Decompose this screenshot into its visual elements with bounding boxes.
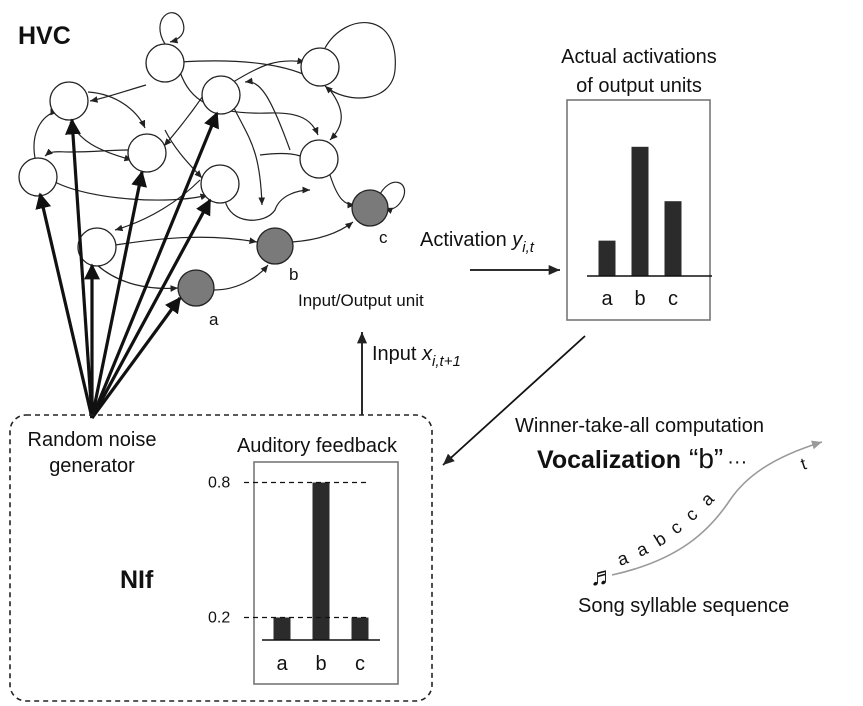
hvc-neurons	[18, 43, 389, 307]
io-neuron-b	[256, 227, 294, 265]
song-sequence-label: Song syllable sequence	[578, 595, 789, 617]
hvc-neuron	[201, 75, 241, 115]
bar-c	[664, 201, 682, 276]
hvc-neuron	[77, 227, 117, 267]
syllable-c: c	[666, 517, 685, 538]
syllable-sequence-curve	[611, 440, 823, 576]
vocalization-label: Vocalization“b”···	[537, 443, 747, 474]
auditory-feedback-title: Auditory feedback	[237, 435, 398, 457]
auditory-feedback-chart: a b c 0.2 0.8	[208, 475, 380, 675]
category-label-a: a	[276, 653, 288, 675]
bar-c	[351, 617, 369, 640]
syllable-a: a	[697, 488, 719, 510]
winner-take-all-label: Winner-take-all computation	[515, 415, 764, 437]
hvc-neuron	[299, 139, 339, 179]
music-note-icon: ♬	[590, 561, 616, 591]
io-neuron-c	[351, 189, 389, 227]
hvc-neuron	[127, 133, 167, 173]
noise-generator-line2: generator	[49, 455, 135, 477]
hvc-neuron	[300, 47, 340, 87]
syllable-b: b	[651, 528, 670, 550]
hvc-neuron	[49, 81, 89, 121]
category-label-b: b	[315, 653, 326, 675]
y-tick-0.8: 0.8	[208, 475, 230, 492]
hvc-neuron	[200, 164, 240, 204]
bar-a	[273, 617, 291, 640]
syllable-c: c	[681, 504, 701, 525]
category-label-a: a	[601, 288, 613, 310]
io-unit-label: Input/Output unit	[298, 291, 424, 310]
hvc-label: HVC	[18, 22, 71, 50]
category-label-c: c	[668, 288, 678, 310]
bar-b	[312, 482, 330, 640]
noise-generator-line1: Random noise	[28, 429, 157, 451]
io-neuron-c-label: c	[379, 228, 388, 247]
category-label-c: c	[355, 653, 365, 675]
output-to-feedback-arrow	[442, 335, 586, 466]
actual-activations-title-line2: of output units	[576, 75, 702, 97]
actual-activations-title-line1: Actual activations	[561, 46, 717, 68]
category-label-b: b	[634, 288, 645, 310]
bar-a	[598, 240, 616, 276]
syllable-a: a	[633, 538, 651, 561]
io-neuron-a-label: a	[209, 310, 219, 329]
bar-b	[631, 146, 649, 276]
nif-region	[9, 414, 433, 702]
y-tick-0.2: 0.2	[208, 610, 230, 627]
input-label: Input xi,t+1	[372, 343, 461, 370]
auditory-feedback-panel: a b c 0.2 0.8	[208, 461, 399, 685]
nif-label: NIf	[120, 566, 154, 594]
syllable-a: a	[615, 547, 632, 570]
io-neuron-a	[177, 269, 215, 307]
time-symbol: t	[798, 454, 809, 474]
hvc-neuron	[145, 43, 185, 83]
io-neuron-b-label: b	[289, 265, 298, 284]
activation-label: Activation yi,t	[420, 229, 535, 256]
hvc-neuron	[18, 157, 58, 197]
noise-projections	[35, 111, 219, 419]
